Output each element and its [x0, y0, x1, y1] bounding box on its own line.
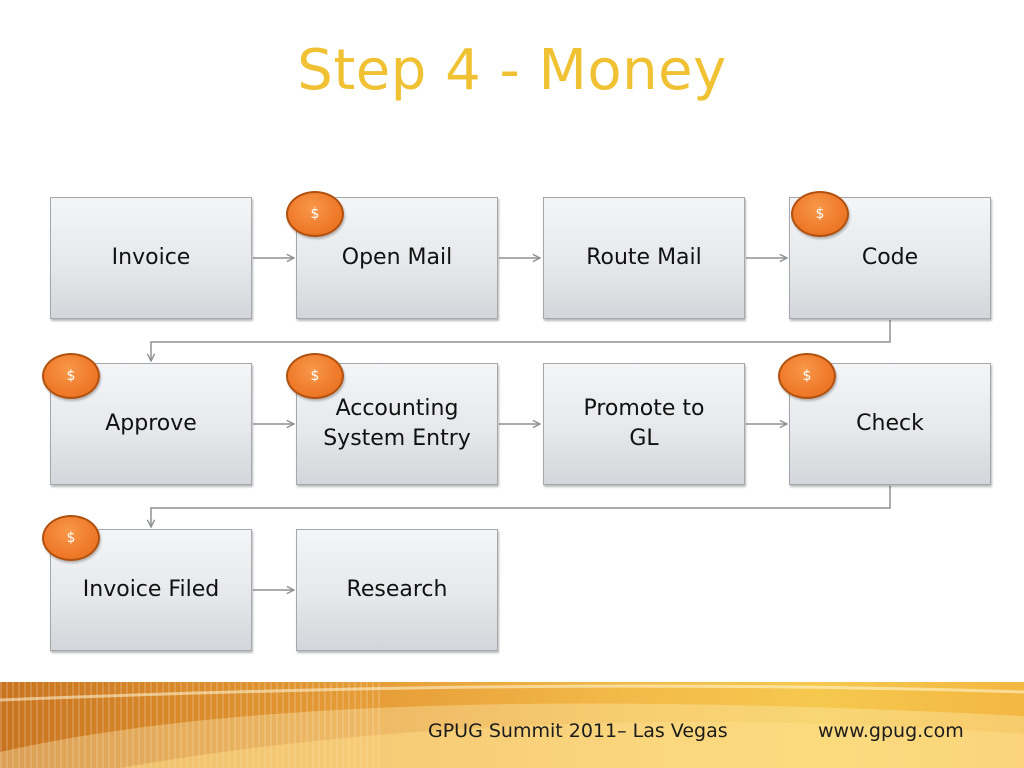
cost-marker-approve: $ [42, 353, 100, 399]
arrow-check-to-invoice-filed [151, 486, 891, 527]
step-label: Route Mail [586, 245, 702, 270]
step-label: Invoice [111, 245, 191, 270]
step-label: Promote to GL [583, 396, 705, 451]
step-label: Accounting System Entry [323, 396, 471, 451]
step-box-route-mail: Route Mail [543, 197, 745, 319]
step-label: Approve [105, 411, 197, 436]
step-label: Research [346, 577, 448, 602]
footer-event-text: GPUG Summit 2011– Las Vegas [428, 720, 728, 742]
cost-marker-open-mail: $ [286, 191, 344, 237]
step-box-promote-to-gl: Promote to GL [543, 363, 745, 485]
step-label: Code [861, 245, 919, 270]
step-box-accounting-system-entry: Accounting System Entry [296, 363, 498, 485]
flow-connectors [0, 0, 891, 680]
step-box-research: Research [296, 529, 498, 651]
arrow-code-to-approve [151, 320, 891, 361]
footer-website-link[interactable]: www.gpug.com [818, 720, 964, 742]
footer-swoosh [0, 684, 1024, 768]
cost-marker-code: $ [791, 191, 849, 237]
cost-marker-accounting-system-entry: $ [286, 353, 344, 399]
cost-marker-invoice-filed: $ [42, 515, 100, 561]
step-label: Open Mail [341, 245, 453, 270]
cost-marker-check: $ [778, 353, 836, 399]
step-box-invoice: Invoice [50, 197, 252, 319]
step-label: Check [856, 411, 924, 436]
step-label: Invoice Filed [82, 577, 220, 602]
slide-title: Step 4 - Money [297, 38, 727, 103]
footer-banner [0, 682, 1024, 768]
